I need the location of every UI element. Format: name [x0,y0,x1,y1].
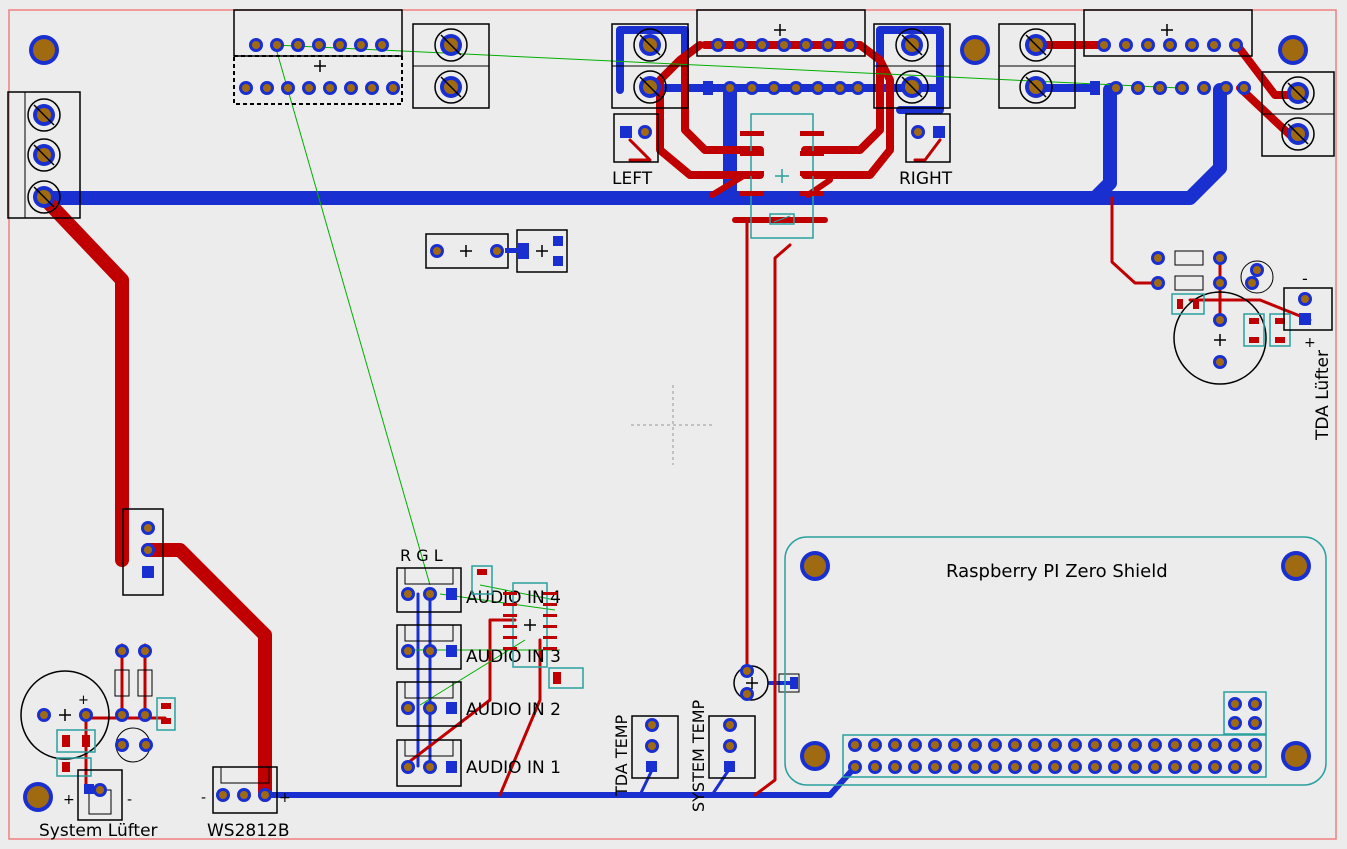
amp-header-left[interactable] [696,9,866,95]
power-screw-terminal[interactable] [1261,71,1335,157]
speaker-screw-terminal-1[interactable] [412,23,490,109]
ws2812b-label: WS2812B [207,821,290,841]
tda-temp-connector[interactable]: TDA TEMP [612,714,679,797]
left-speaker-terminal[interactable] [611,23,689,109]
led-indicator[interactable] [505,229,568,273]
top-copper-traces [37,41,1312,802]
system-fan-label: System Lüfter [39,821,158,841]
audio-in-1-label: AUDIO IN 1 [466,758,561,778]
system-fan-circuit[interactable]: + + - System Lüfter [20,644,176,841]
tda-fan-plus: + [1304,335,1316,351]
speaker-screw-terminal-2[interactable] [998,23,1076,109]
amplifier-ic[interactable] [740,113,824,239]
system-fan-minus: - [127,792,132,808]
cursor-crosshair [631,385,715,465]
ws2812b-minus: - [201,790,206,806]
tda-fan-circuit[interactable]: - + TDA Lüfter [1151,250,1333,441]
ws2812b-connector[interactable]: - + WS2812B [201,766,291,841]
amp-header-right[interactable] [1083,9,1253,95]
audio-input-block[interactable]: R G L AUDIO IN 4 AUDIO IN 3 AUDIO IN 2 [396,546,561,787]
pi-shield-label: Raspberry PI Zero Shield [946,561,1168,582]
tda-fan-minus: - [1302,269,1308,288]
fan-cap-plus: + [78,693,89,708]
rgl-label: R G L [400,546,443,565]
ws2812b-plus: + [279,790,291,806]
thermistor[interactable] [733,664,800,701]
left-channel-connector[interactable]: LEFT [612,113,659,189]
right-channel-connector[interactable]: RIGHT [899,113,953,189]
tda-temp-label: TDA TEMP [612,714,631,797]
dual-row-header-top-left[interactable] [233,9,403,105]
right-speaker-terminal[interactable] [873,23,951,109]
audio-in-2-label: AUDIO IN 2 [466,700,561,720]
audio-in-1-jack[interactable]: AUDIO IN 1 [396,739,561,787]
tda-fan-label: TDA Lüfter [1313,350,1333,441]
raspberry-pi-zero-shield[interactable]: Raspberry PI Zero Shield [784,536,1327,786]
board-outline [8,9,1337,840]
left-channel-label: LEFT [612,169,653,189]
system-fan-plus: + [63,792,75,808]
system-temp-label: SYSTEM TEMP [689,699,708,812]
system-temp-connector[interactable]: SYSTEM TEMP [689,699,756,812]
audio-mux-ic[interactable] [471,565,584,689]
left-screw-terminal[interactable] [7,91,81,219]
fan-power-connector[interactable] [122,508,164,596]
audio-in-2-jack[interactable]: AUDIO IN 2 [396,681,561,727]
right-channel-label: RIGHT [899,169,953,189]
